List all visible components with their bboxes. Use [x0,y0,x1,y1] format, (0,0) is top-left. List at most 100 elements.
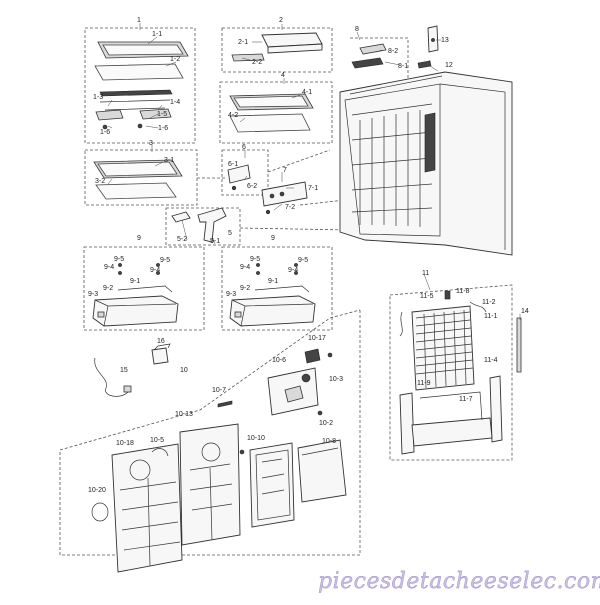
callout-10-10: 10-10 [247,435,265,442]
gasket-10-20 [91,502,109,522]
watermark-logo: piecesdetacheeselec.com [318,569,600,594]
group-box-4 [219,81,333,144]
wire-harness-15 [94,357,132,397]
callout-11-5: 11-5 [420,293,434,300]
callout-4: 4 [281,72,285,79]
callout-1-6a: 1-6 [100,129,110,136]
callout-2-1: 2-1 [238,39,248,46]
callout-1: 1 [137,17,141,24]
callout-12: 12 [445,62,453,69]
sensor-16 [151,343,171,365]
callout-10-7: 10-7 [212,387,226,394]
callout-9-left: 9 [137,235,141,242]
callout-9-2b: 9-2 [240,285,250,292]
bracket-6 [227,164,251,191]
callout-4-2: 4-2 [228,112,238,119]
callout-9-2a: 9-2 [103,285,113,292]
callout-5: 5 [228,230,232,237]
callout-1-2: 1-2 [170,56,180,63]
connector-7-body [299,199,346,206]
callout-11-4: 11-4 [484,357,498,364]
group-line-8 [350,37,409,78]
callout-10-17: 10-17 [308,335,326,342]
callout-9-4c: 9-4 [240,264,250,271]
lamp-12 [417,60,432,69]
callout-1-3: 1-3 [93,94,103,101]
shelf-assembly-1 [94,41,189,130]
crisper-drawer-left [92,263,179,327]
callout-10-13: 10-13 [175,411,193,418]
callout-10-6: 10-6 [272,357,286,364]
callout-10-5: 10-5 [150,437,164,444]
evaporator-assembly-11 [399,290,503,455]
callout-9-3b: 9-3 [226,291,236,298]
callout-11-1: 11-1 [484,313,498,320]
callout-6-2: 6-2 [247,183,257,190]
callout-1-5: 1-5 [157,111,167,118]
group-box-1 [84,27,196,144]
callout-8-2: 8-2 [388,48,398,55]
shelf-assembly-3 [93,159,183,200]
duct-10-10 [249,442,295,528]
bracket-13 [427,25,439,53]
refrigerator-cabinet [339,71,513,256]
connector-6-body [267,149,331,173]
callout-16: 16 [157,338,165,345]
callout-9-1b: 9-1 [268,278,278,285]
group-box-3 [84,149,198,206]
connector-5-body [239,227,351,231]
callout-9-4b: 9-4 [150,267,160,274]
callout-9-5c: 9-5 [250,256,260,263]
inner-panel-10-6 [179,423,245,546]
callout-6-1: 6-1 [228,161,238,168]
callout-5-2: 5-2 [177,236,187,243]
callout-10-3: 10-3 [329,376,343,383]
callout-7-1: 7-1 [308,185,318,192]
group-box-9-right [221,246,333,331]
pin-10-7 [217,400,233,408]
tray-assembly-2 [231,32,323,62]
callout-11: 11 [422,270,429,277]
group-box-5 [165,207,241,246]
cover-assembly-5 [171,207,227,243]
duct-cover-10-8 [297,439,347,503]
callout-6: 6 [242,144,246,151]
callout-3-1: 3-1 [164,157,174,164]
gear-10-17 [304,348,333,364]
callout-9-5d: 9-5 [298,257,308,264]
callout-9-1a: 9-1 [130,278,140,285]
bracket-7 [261,181,308,215]
callout-13: 13 [441,37,449,44]
callout-2: 2 [279,17,283,24]
callout-3: 3 [149,140,153,147]
callout-14: 14 [521,308,529,315]
crisper-drawer-right [229,263,316,327]
callout-5-1: 5-1 [210,238,220,245]
callout-10-20: 10-20 [88,487,106,494]
callout-9-4a: 9-4 [104,264,114,271]
callout-3-2: 3-2 [95,178,105,185]
control-panel-8 [351,43,387,69]
callout-15: 15 [120,367,128,374]
callout-8: 8 [355,26,359,33]
callout-1-4: 1-4 [170,99,180,106]
callout-7-2: 7-2 [285,204,295,211]
callout-9-3a: 9-3 [88,291,98,298]
callout-8-1: 8-1 [398,63,408,70]
group-box-10 [59,309,361,556]
group-box-11 [389,284,513,461]
group-box-9-left [83,246,205,331]
callout-11-7: 11-7 [459,396,473,403]
callout-11-2: 11-2 [482,299,496,306]
callout-10-8: 10-8 [322,438,336,445]
callout-1-1: 1-1 [152,31,162,38]
callout-9-right: 9 [271,235,275,242]
shelf-assembly-4 [229,93,314,133]
callout-9-5b: 9-5 [160,257,170,264]
callout-7: 7 [283,167,287,174]
callout-10-2: 10-2 [319,420,333,427]
callout-1-6b: 1-6 [158,125,168,132]
door-panel-10-18 [111,443,183,573]
